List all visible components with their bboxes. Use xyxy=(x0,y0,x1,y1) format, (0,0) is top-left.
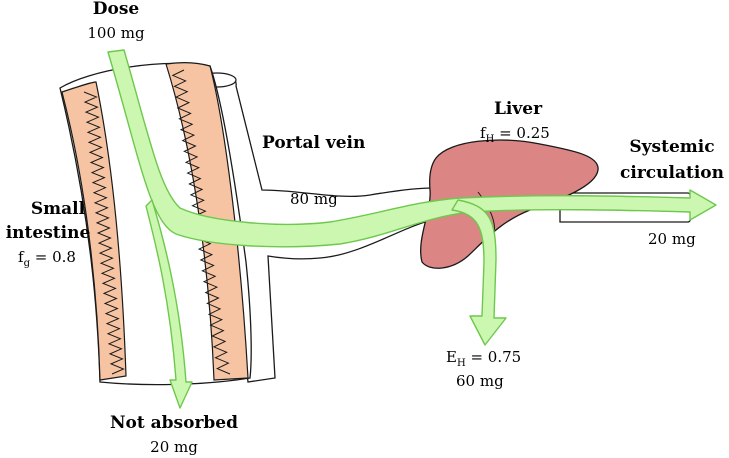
systemic-title-line2: circulation xyxy=(620,163,724,183)
not-absorbed-title: Not absorbed xyxy=(110,413,238,433)
liver-fraction: fH = 0.25 xyxy=(480,124,550,145)
portal-vein-title: Portal vein xyxy=(262,133,365,153)
villi-fold xyxy=(83,91,125,375)
flow-arrows xyxy=(107,49,717,409)
dose-amount: 100 mg xyxy=(87,24,145,42)
not-absorbed-amount: 20 mg xyxy=(150,438,198,456)
systemic-amount: 20 mg xyxy=(648,230,696,248)
extraction-ratio: EH = 0.75 xyxy=(446,348,521,369)
dose-title: Dose xyxy=(93,0,140,19)
intestine-title-line1: Small xyxy=(31,199,86,219)
systemic-title-line1: Systemic xyxy=(629,137,714,157)
liver-title: Liver xyxy=(494,99,543,119)
hepatic-extraction-arrow xyxy=(451,199,507,346)
not-absorbed-arrow xyxy=(145,199,193,409)
absorbed-flow-arrow xyxy=(107,49,717,248)
portal-vein-amount: 80 mg xyxy=(290,190,338,208)
intestine-title-line2: intestine xyxy=(6,223,91,243)
intestine-fraction: fg = 0.8 xyxy=(18,248,76,269)
extraction-amount: 60 mg xyxy=(456,372,504,390)
